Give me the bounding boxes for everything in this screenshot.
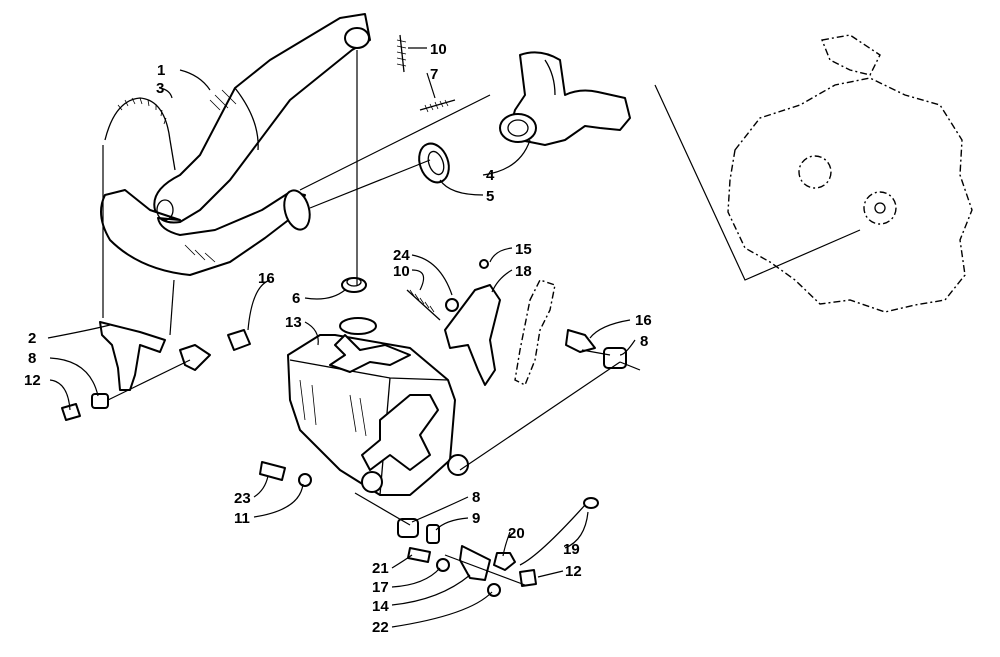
alignment-lines — [102, 50, 861, 586]
callout-11: 11 — [234, 510, 250, 527]
grommet — [341, 277, 367, 293]
callout-9: 9 — [472, 510, 480, 527]
callout-10: 10 — [393, 263, 410, 280]
callout-15: 15 — [515, 241, 532, 258]
callout-16: 16 — [258, 270, 275, 287]
exhaust-pipe — [100, 13, 371, 276]
callout-18: 18 — [515, 263, 532, 280]
springs — [104, 34, 456, 321]
muffler — [287, 317, 469, 496]
callout-8: 8 — [472, 489, 480, 506]
callout-14: 14 — [372, 598, 389, 615]
callout-8: 8 — [640, 333, 648, 350]
engine-outline — [727, 34, 973, 313]
callout-22: 22 — [372, 619, 389, 636]
leader-lines — [47, 47, 636, 628]
callout-21: 21 — [372, 560, 389, 577]
callout-24: 24 — [393, 247, 410, 264]
callout-12: 12 — [565, 563, 582, 580]
callout-2: 2 — [28, 330, 36, 347]
callout-23: 23 — [234, 490, 251, 507]
callout-12: 12 — [24, 372, 41, 389]
callout-3: 3 — [156, 80, 164, 97]
callout-17: 17 — [372, 579, 389, 596]
callout-6: 6 — [292, 290, 300, 307]
callout-1: 1 — [157, 62, 165, 79]
callout-5: 5 — [486, 188, 494, 205]
callout-10: 10 — [430, 41, 447, 58]
mount-bracket-right — [444, 259, 627, 386]
callout-13: 13 — [285, 314, 302, 331]
callout-20: 20 — [508, 525, 525, 542]
callout-8: 8 — [28, 350, 36, 367]
callout-19: 19 — [563, 541, 580, 558]
mount-bracket-left — [61, 321, 251, 421]
callout-4: 4 — [486, 167, 495, 184]
lower-hardware — [259, 461, 599, 597]
callout-16: 16 — [635, 312, 652, 329]
seal-ring — [418, 142, 450, 184]
callout-7: 7 — [430, 66, 438, 83]
callout-labels: 1 3 2 8 12 16 6 13 10 7 4 5 24 10 15 18 … — [24, 41, 652, 636]
exhaust-manifold — [499, 51, 631, 146]
